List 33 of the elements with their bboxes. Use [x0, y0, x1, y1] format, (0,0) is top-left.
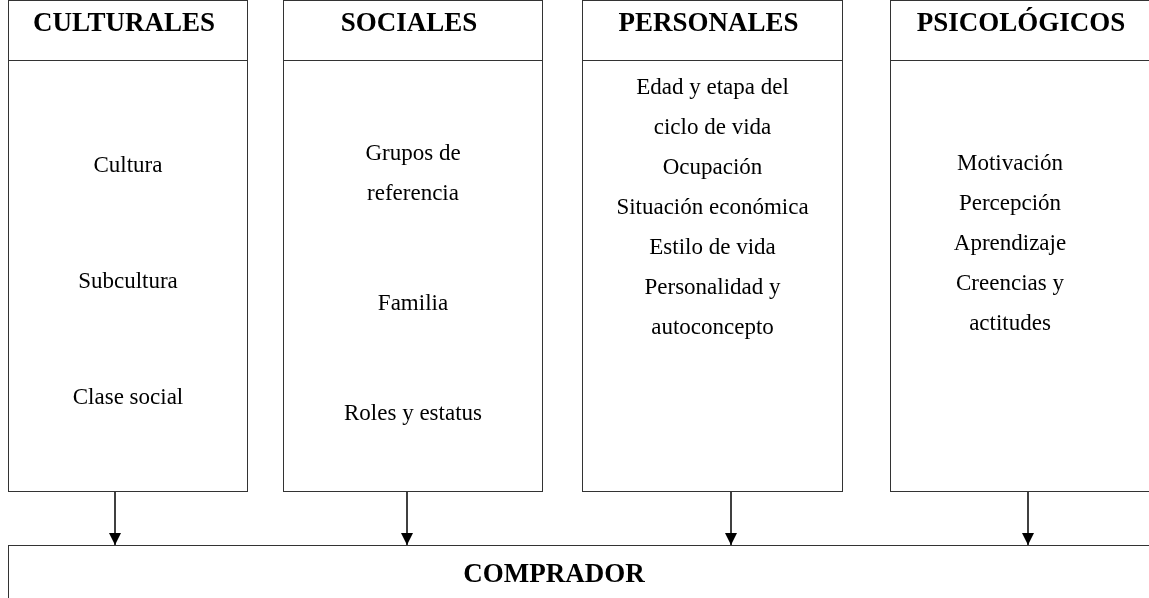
factor-item: Roles y estatus — [344, 399, 482, 427]
heading-text: SOCIALES — [340, 6, 478, 39]
header-box — [283, 0, 543, 61]
heading-text: COMPRADOR — [463, 557, 645, 590]
arrow — [725, 491, 737, 546]
heading-text: PSICOLÓGICOS — [916, 6, 1126, 39]
factor-box — [890, 60, 1149, 492]
factor-item: Clase social — [72, 383, 184, 411]
factor-item: Ocupación — [662, 153, 763, 181]
factor-item: Aprendizaje — [953, 229, 1067, 257]
header-box — [890, 0, 1149, 61]
factor-item: Subcultura — [78, 267, 178, 295]
factor-box — [582, 60, 843, 492]
factor-item: Edad y etapa del ciclo de vida — [635, 73, 790, 141]
factor-item: Familia — [377, 289, 449, 317]
heading-text: PERSONALES — [618, 6, 799, 39]
factor-item: Grupos de referencia — [364, 139, 462, 207]
header-box — [582, 0, 843, 61]
heading-text: CULTURALES — [32, 6, 216, 39]
factor-box — [8, 60, 248, 492]
factor-item: Estilo de vida — [649, 233, 776, 261]
factor-item: Motivación — [956, 149, 1063, 177]
factor-item: Creencias y actitudes — [955, 269, 1065, 337]
arrow — [401, 491, 413, 546]
factor-item: Situación económica — [616, 193, 809, 221]
arrow — [1022, 491, 1034, 546]
factor-item: Personalidad y autoconcepto — [643, 273, 782, 341]
factor-item: Percepción — [958, 189, 1062, 217]
factor-item: Cultura — [93, 151, 163, 179]
factor-box — [283, 60, 543, 492]
arrow — [109, 491, 121, 546]
header-box — [8, 0, 248, 61]
result-box — [8, 545, 1149, 598]
